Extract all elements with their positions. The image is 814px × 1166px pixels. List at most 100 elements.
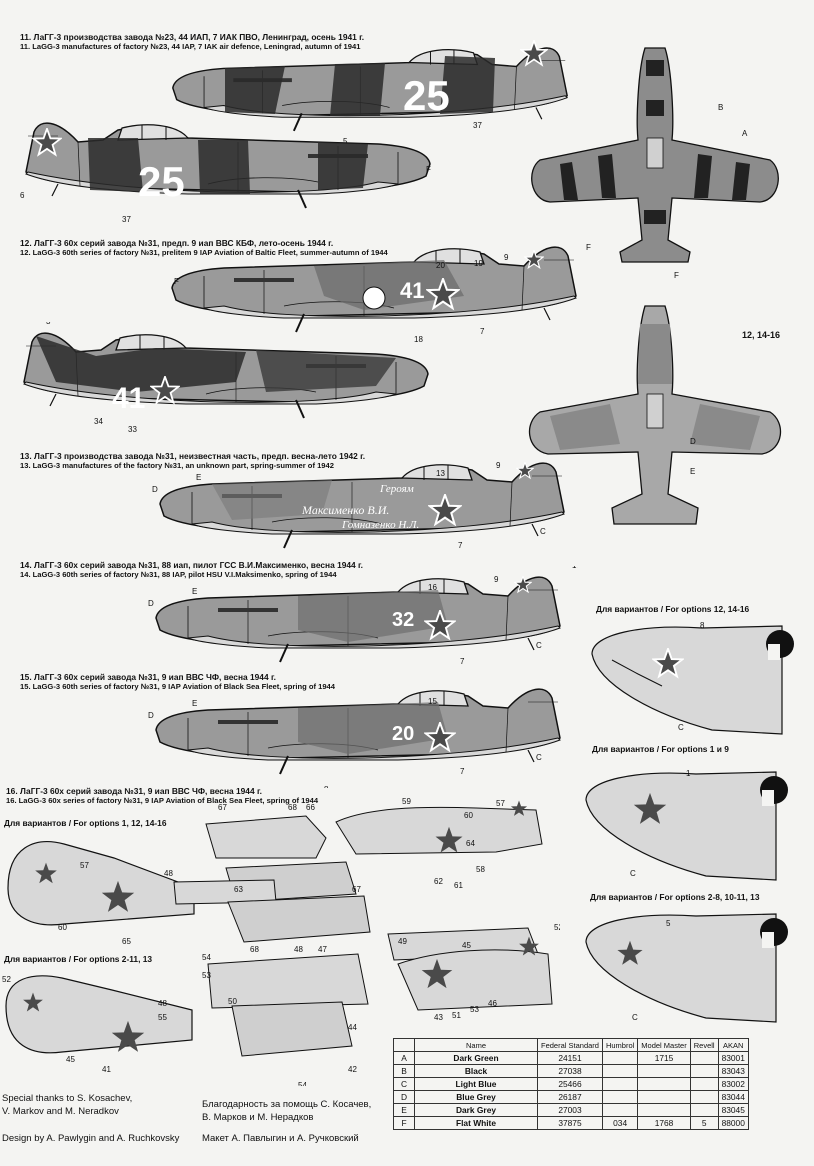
svg-text:E: E (196, 473, 201, 482)
table-row: C Light Blue 25466 83002 (393, 1077, 749, 1091)
tactical-number-11a: 25 (403, 72, 450, 119)
svg-text:16: 16 (428, 583, 437, 592)
svg-text:37: 37 (473, 121, 482, 130)
svg-text:53: 53 (202, 971, 211, 980)
nose-detail-1: 8 C (591, 621, 794, 735)
svg-text:9: 9 (496, 461, 501, 470)
svg-text:42: 42 (348, 1065, 357, 1074)
svg-text:F: F (674, 271, 679, 280)
profile-13: Героям Максименко В.И. Гомназенко Н.Л. D… (152, 461, 565, 550)
tactical-number-15: 20 (392, 723, 414, 745)
svg-text:53: 53 (470, 1005, 479, 1014)
svg-text:62: 62 (434, 877, 443, 886)
svg-text:44: 44 (348, 1023, 357, 1032)
svg-text:48: 48 (158, 999, 167, 1008)
caption-14: 14. ЛаГГ-3 60х серий завода №31, 88 иап,… (20, 560, 363, 579)
svg-text:18: 18 (414, 335, 423, 344)
table-row: F Flat White 37875 034 1768 5 88000 (393, 1116, 749, 1130)
svg-text:C: C (540, 527, 546, 536)
svg-text:E: E (690, 467, 695, 476)
svg-text:46: 46 (488, 999, 497, 1008)
svg-text:60: 60 (58, 923, 67, 932)
svg-text:8: 8 (324, 785, 329, 788)
svg-text:E: E (192, 699, 197, 708)
svg-text:48: 48 (294, 945, 303, 954)
svg-text:57: 57 (496, 799, 505, 808)
svg-text:7: 7 (460, 767, 465, 776)
options-label-5: Для вариантов / For options 2-11, 13 (4, 954, 153, 964)
svg-text:45: 45 (66, 1055, 75, 1064)
profile-11-port: 25 6 37 F (20, 112, 431, 222)
svg-text:7: 7 (458, 541, 463, 550)
svg-text:C: C (632, 1013, 638, 1022)
svg-text:5: 5 (343, 137, 348, 146)
profile-11-starboard: 25 5 37 6 (171, 40, 569, 146)
tactical-number-11b: 25 (138, 158, 185, 205)
svg-text:F: F (174, 277, 179, 286)
top-view-label: 12, 14-16 (742, 330, 781, 340)
svg-text:60: 60 (464, 811, 473, 820)
svg-text:6: 6 (20, 191, 25, 200)
table-row: E Dark Grey 27003 83045 (393, 1103, 749, 1117)
svg-text:45: 45 (462, 941, 471, 950)
svg-text:D: D (152, 485, 158, 494)
caption-16: 16. ЛаГГ-3 60х серий завода №31, 9 иап В… (6, 786, 319, 805)
detail-options-tail-2: 52 45 41 48 55 44 42 54 (2, 975, 357, 1086)
svg-text:54: 54 (202, 953, 211, 962)
svg-text:5: 5 (666, 919, 671, 928)
tactical-number-12: 41 (400, 278, 424, 303)
svg-text:67: 67 (218, 803, 227, 812)
svg-text:C: C (536, 753, 542, 762)
svg-text:D: D (148, 711, 154, 720)
svg-text:55: 55 (158, 1013, 167, 1022)
top-view-11: B A F (531, 47, 779, 280)
profile-14: 32 D E 16 9 17 C 7 8 (148, 566, 578, 676)
svg-text:34: 34 (94, 417, 103, 426)
tactical-number-12b: 41 (112, 382, 145, 415)
svg-text:54: 54 (298, 1081, 307, 1086)
detail-16-upper: 67 68 66 59 60 57 64 58 62 61 (205, 798, 543, 903)
svg-text:B: B (718, 103, 723, 112)
svg-text:49: 49 (398, 937, 407, 946)
svg-text:17: 17 (572, 566, 578, 570)
caption-11: 11. ЛаГГ-3 производства завода №23, 44 И… (20, 32, 365, 51)
svg-text:68: 68 (288, 803, 297, 812)
top-view-12: D E (528, 305, 782, 525)
svg-text:50: 50 (228, 997, 237, 1006)
svg-text:19: 19 (474, 259, 483, 268)
color-table-header: Name Federal Standard Humbrol Model Mast… (393, 1038, 749, 1052)
svg-text:13: 13 (436, 469, 445, 478)
caption-15: 15. ЛаГГ-3 60х серий завода №31, 9 иап В… (20, 672, 335, 691)
svg-text:3: 3 (46, 322, 51, 326)
profile-12-port: 41 3 34 33 (16, 322, 436, 432)
table-row: B Black 27038 83043 (393, 1064, 749, 1078)
svg-text:51: 51 (452, 1011, 461, 1020)
profile-15: 20 D E 15 14 C 7 8 (148, 688, 561, 788)
svg-text:E: E (192, 587, 197, 596)
svg-text:8: 8 (324, 675, 329, 676)
options-label-1: Для вариантов / For options 12, 14-16 (596, 604, 750, 614)
options-label-3: Для вариантов / For options 2-8, 10-11, … (590, 892, 760, 902)
svg-text:58: 58 (476, 865, 485, 874)
inscription-2: Максименко В.И. (301, 503, 389, 517)
profile-12-starboard: 41 F 20 19 9 F 18 7 8 (171, 243, 591, 344)
svg-text:F: F (426, 165, 431, 174)
svg-text:33: 33 (128, 425, 137, 432)
svg-text:C: C (536, 641, 542, 650)
credits-thanks-en: Special thanks to S. Kosachev, V. Markov… (2, 1093, 133, 1117)
svg-text:C: C (678, 723, 684, 732)
svg-text:52: 52 (2, 975, 11, 984)
svg-text:F: F (586, 243, 591, 252)
svg-text:59: 59 (402, 798, 411, 806)
options-label-4: Для вариантов / For options 1, 12, 14-16 (4, 818, 167, 828)
svg-text:41: 41 (102, 1065, 111, 1074)
svg-text:47: 47 (318, 945, 327, 954)
svg-text:66: 66 (306, 803, 315, 812)
svg-text:D: D (148, 599, 154, 608)
svg-text:61: 61 (454, 881, 463, 890)
svg-text:43: 43 (434, 1013, 443, 1022)
options-label-2: Для вариантов / For options 1 и 9 (592, 744, 729, 754)
svg-text:9: 9 (504, 253, 509, 262)
tactical-number-14: 32 (392, 609, 414, 631)
svg-text:63: 63 (234, 885, 243, 894)
